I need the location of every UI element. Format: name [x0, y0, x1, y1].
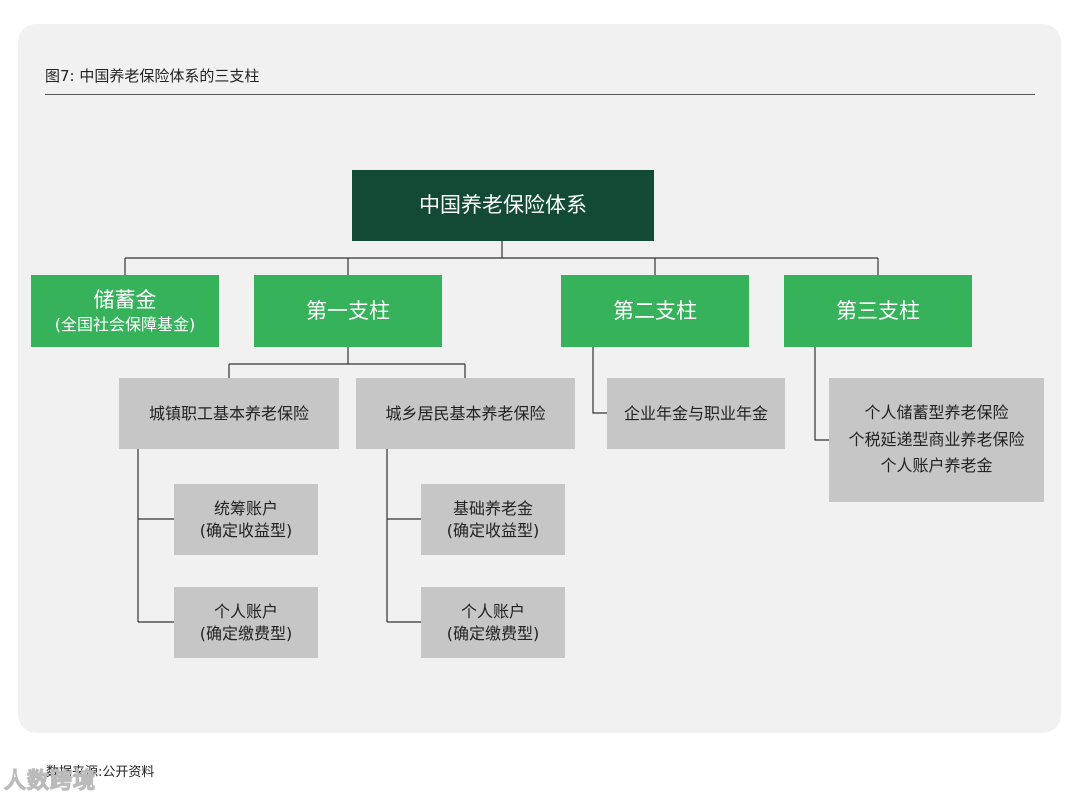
rural-account-label: 基础养老金 [452, 498, 533, 518]
title-divider [45, 94, 1035, 95]
rural-scheme-label: 城乡居民基本养老保险 [385, 403, 546, 423]
urban-scheme-label: 城镇职工基本养老保险 [148, 403, 309, 423]
rural-scheme-node: 城乡居民基本养老保险 [356, 378, 575, 449]
savings-label: 储蓄金 [93, 288, 157, 313]
connector-pillar2-item [592, 347, 607, 414]
rural-account-node: 个人账户 (确定缴费型) [421, 587, 565, 658]
pillar2-label: 第二支柱 [613, 298, 697, 323]
root-label: 中国养老保险体系 [419, 193, 587, 218]
savings-node: 储蓄金 (全国社会保障基金) [31, 275, 219, 347]
pillar3-item: 个人储蓄型养老保险 [864, 403, 1009, 423]
rural-account-sublabel: (确定缴费型) [446, 623, 540, 643]
pillar2-item-label: 企业年金与职业年金 [623, 403, 768, 423]
figure-title: 图7: 中国养老保险体系的三支柱 [45, 67, 260, 85]
urban-account-label: 个人账户 [213, 601, 278, 621]
pillar3-items-node: 个人储蓄型养老保险 个税延递型商业养老保险 个人账户养老金 [829, 378, 1044, 502]
urban-account-node: 统筹账户 (确定收益型) [174, 484, 318, 555]
pillar3-node: 第三支柱 [784, 275, 972, 347]
connector-pillar3-item [814, 347, 829, 441]
urban-account-node: 个人账户 (确定缴费型) [174, 587, 318, 658]
rural-account-node: 基础养老金 (确定收益型) [421, 484, 565, 555]
pillar1-node: 第一支柱 [254, 275, 442, 347]
urban-scheme-node: 城镇职工基本养老保险 [119, 378, 339, 449]
pillar2-item-node: 企业年金与职业年金 [607, 378, 785, 449]
urban-account-sublabel: (确定缴费型) [199, 623, 293, 643]
source-note: 数据来源:公开资料 [46, 765, 155, 780]
rural-account-sublabel: (确定收益型) [446, 520, 540, 540]
pillar1-label: 第一支柱 [306, 298, 390, 323]
savings-sublabel: (全国社会保障基金) [54, 315, 196, 335]
urban-account-label: 统筹账户 [213, 498, 278, 518]
pillar3-label: 第三支柱 [836, 298, 920, 323]
pillar3-item: 个税延递型商业养老保险 [848, 429, 1025, 449]
rural-account-label: 个人账户 [460, 601, 525, 621]
pillar2-node: 第二支柱 [561, 275, 749, 347]
pillar3-item: 个人账户养老金 [880, 456, 993, 476]
urban-account-sublabel: (确定收益型) [199, 520, 293, 540]
root-node: 中国养老保险体系 [352, 170, 654, 241]
watermark-text: 人数跨境 [3, 769, 97, 795]
